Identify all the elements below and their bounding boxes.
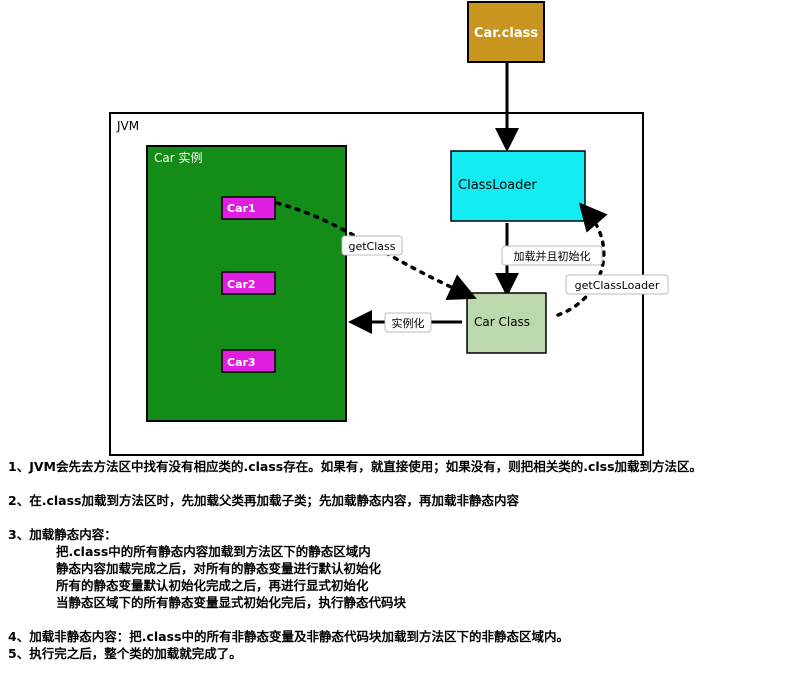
car-class-file-box: Car.class bbox=[467, 1, 545, 63]
svg-text:Car.class: Car.class bbox=[474, 26, 538, 41]
note-4: 4、加载非静态内容：把.class中的所有非静态变量及非静态代码块加载到方法区下… bbox=[8, 629, 569, 644]
instantiate-label: 实例化 bbox=[384, 312, 432, 333]
car1-box: Car1 bbox=[221, 196, 276, 220]
svg-text:Car Class: Car Class bbox=[474, 315, 530, 329]
load-init-label: 加载并且初始化 bbox=[501, 245, 603, 266]
note-5: 5、执行完之后，整个类的加载就完成了。 bbox=[8, 646, 242, 661]
notes-section: 1、JVM会先去方法区中找有没有相应类的.class存在。如果有，就直接使用；如… bbox=[8, 458, 798, 662]
note-3c: 所有的静态变量默认初始化完成之后，再进行显式初始化 bbox=[56, 578, 369, 593]
car2-box: Car2 bbox=[221, 271, 276, 295]
svg-text:ClassLoader: ClassLoader bbox=[458, 178, 537, 193]
note-3-title: 3、加载静态内容： bbox=[8, 527, 117, 542]
car-class-object-box: Car Class bbox=[466, 292, 547, 354]
note-3a: 把.class中的所有静态内容加载到方法区下的静态区域内 bbox=[56, 544, 371, 559]
get-classloader-arrow bbox=[556, 202, 608, 317]
note-1: 1、JVM会先去方法区中找有没有相应类的.class存在。如果有，就直接使用；如… bbox=[8, 459, 703, 474]
note-2: 2、在.class加载到方法区时，先加载父类再加载子类；先加载静态内容，再加载非… bbox=[8, 493, 519, 508]
note-3d: 当静态区域下的所有静态变量显式初始化完后，执行静态代码块 bbox=[56, 595, 407, 610]
svg-text:JVM: JVM bbox=[116, 119, 139, 133]
svg-text:Car2: Car2 bbox=[227, 278, 256, 291]
svg-text:Car3: Car3 bbox=[227, 356, 256, 369]
svg-text:getClass: getClass bbox=[348, 240, 395, 253]
svg-text:getClassLoader: getClassLoader bbox=[575, 279, 660, 292]
car3-box: Car3 bbox=[221, 349, 276, 373]
classloader-box: ClassLoader bbox=[450, 150, 586, 222]
svg-text:Car1: Car1 bbox=[227, 202, 256, 215]
note-3b: 静态内容加载完成之后，对所有的静态变量进行默认初始化 bbox=[56, 561, 382, 576]
class-loading-diagram: Car.class JVM Car 实例 Car1 Car2 Car3 Clas… bbox=[109, 1, 669, 456]
svg-text:Car 实例: Car 实例 bbox=[154, 150, 202, 165]
svg-text:加载并且初始化: 加载并且初始化 bbox=[514, 249, 591, 263]
get-classloader-label: getClassLoader bbox=[565, 274, 669, 295]
get-class-label: getClass bbox=[341, 235, 403, 256]
svg-text:实例化: 实例化 bbox=[392, 316, 425, 330]
